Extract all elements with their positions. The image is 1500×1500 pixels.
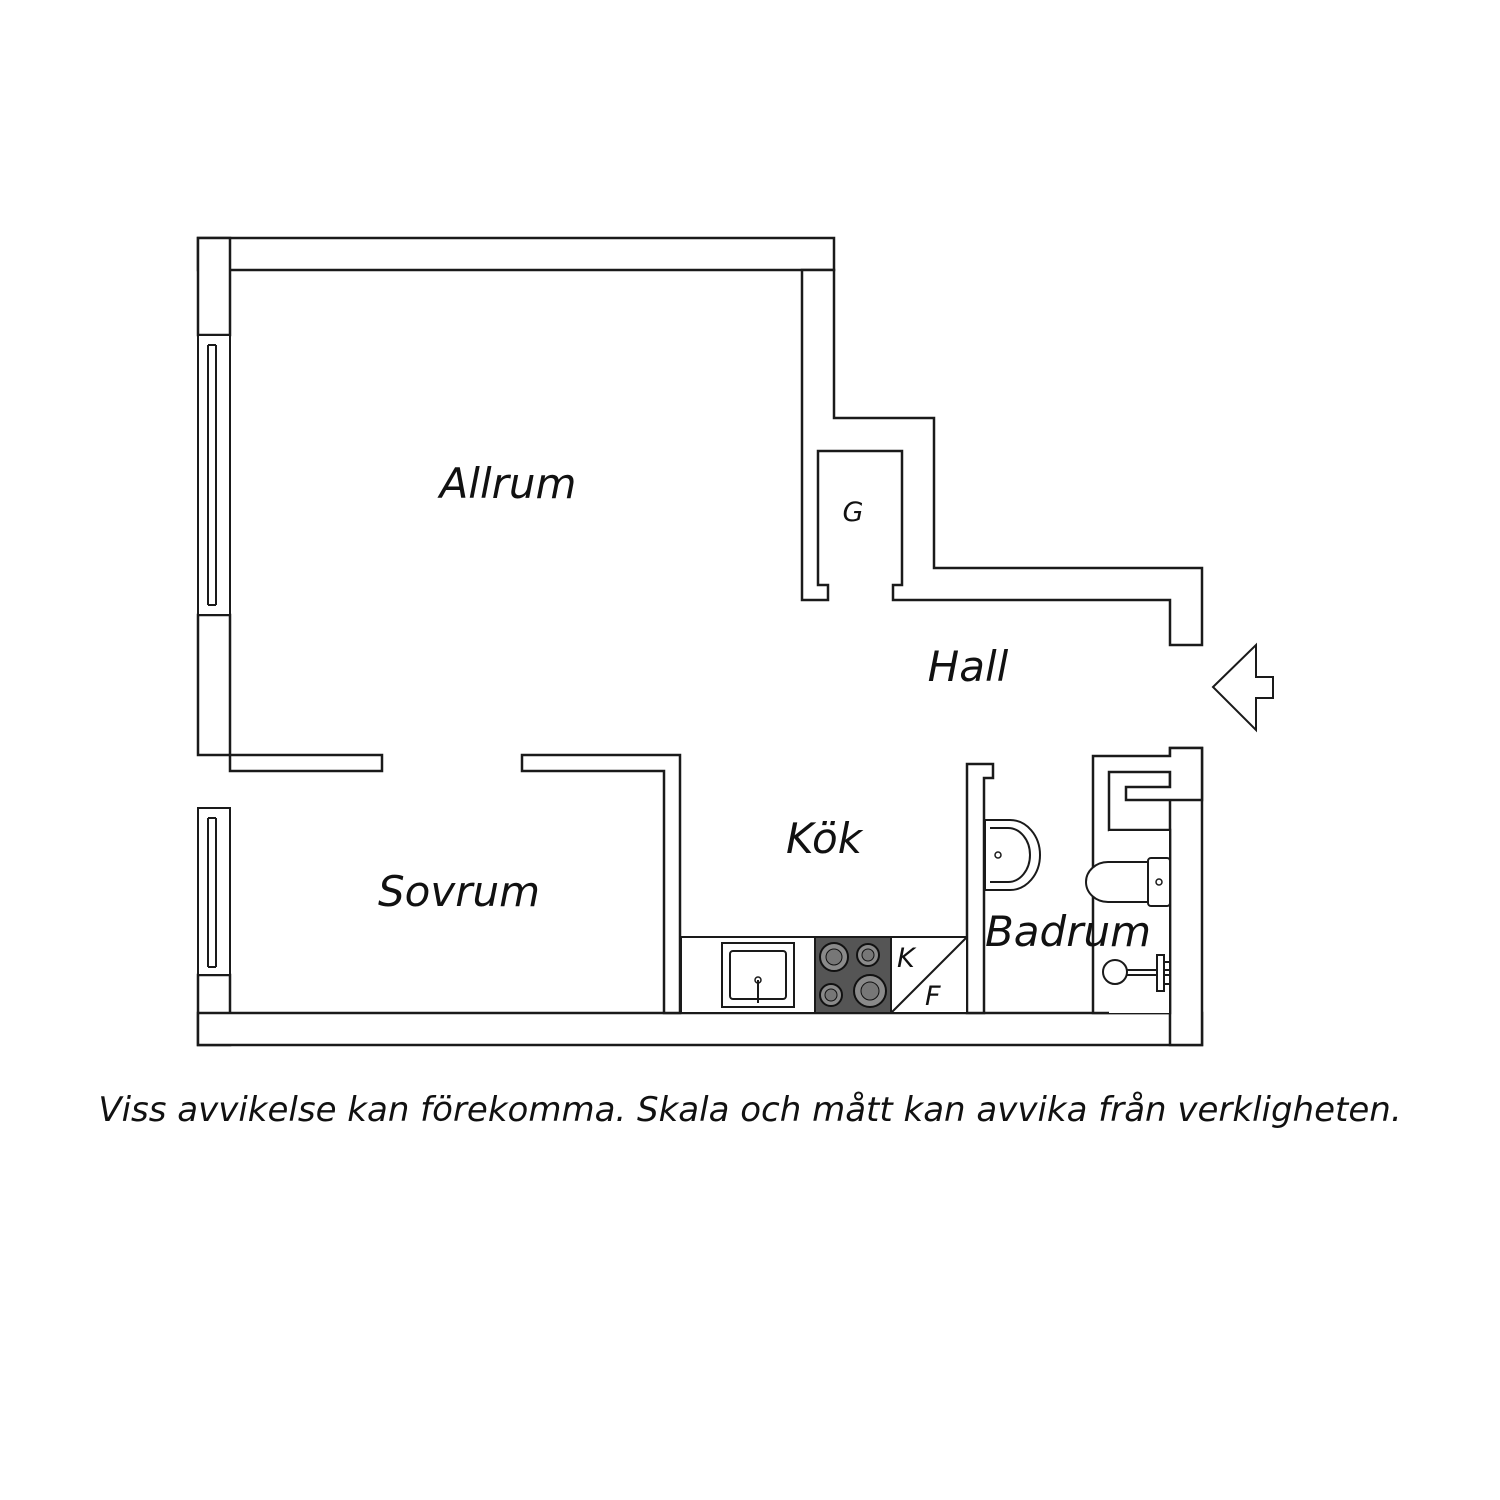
fridge-label: K <box>897 943 917 974</box>
room-label-sovrum: Sovrum <box>378 867 540 916</box>
stove-icon <box>814 936 892 1014</box>
sink-icon <box>721 942 795 1008</box>
wall-south <box>196 1011 1204 1047</box>
wall-north <box>196 236 836 272</box>
toilet-icon <box>1085 857 1171 907</box>
room-label-badrum: Badrum <box>985 907 1151 956</box>
window-upper <box>197 334 231 616</box>
washbasin-icon <box>984 819 1041 891</box>
wall-sovrum-north-right <box>520 753 682 1015</box>
room-label-allrum: Allrum <box>437 459 577 508</box>
window-lower <box>197 807 231 976</box>
wall-allrum-east <box>800 268 1204 647</box>
fridge-freezer-icon: K F <box>890 936 968 1014</box>
wall-west-top <box>196 236 232 337</box>
room-label-kok: Kök <box>786 814 864 863</box>
wall-west-middle <box>196 613 232 757</box>
shower-icon <box>1102 954 1170 992</box>
room-label-garderob: G <box>843 497 864 528</box>
wall-sovrum-north-left <box>228 753 384 773</box>
kitchen-counter: K F <box>680 936 968 1014</box>
freezer-label: F <box>925 981 941 1012</box>
entrance-arrow-icon <box>1211 642 1274 733</box>
room-label-hall: Hall <box>928 642 1009 691</box>
disclaimer-text: Viss avvikelse kan förekomma. Skala och … <box>98 1090 1402 1130</box>
